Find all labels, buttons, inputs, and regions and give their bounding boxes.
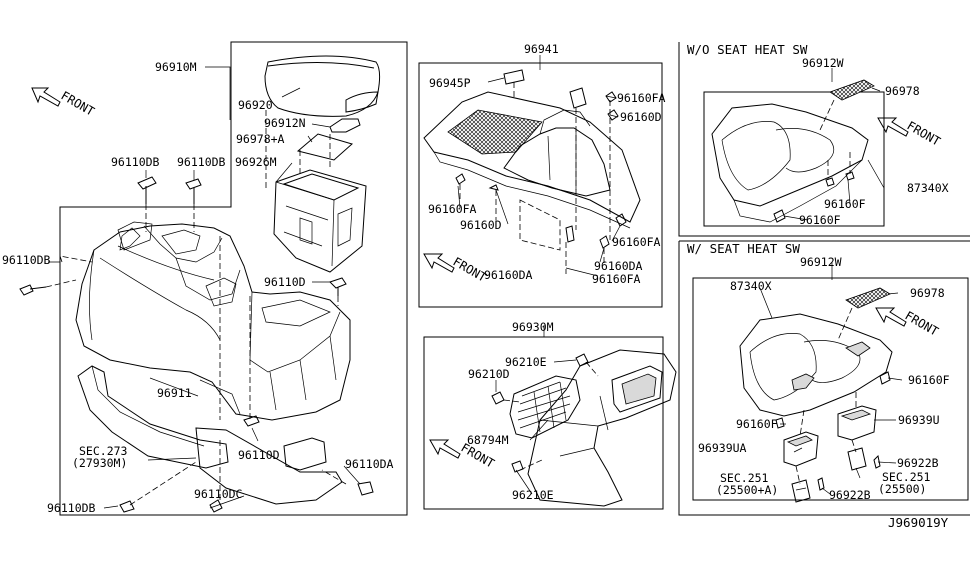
label-96945P: 96945P [429, 76, 471, 90]
label-96160FA-c: 96160FA [612, 235, 661, 249]
front-arrow-4 [877, 117, 909, 137]
label-96110DB-a: 96110DB [111, 155, 160, 169]
mid-top-leaders [457, 55, 621, 277]
label-96160F-c: 96160F [908, 373, 950, 387]
section-title-wo-seat-heat: W/O SEAT HEAT SW [687, 42, 808, 57]
label-96978-a: 96978 [885, 84, 920, 98]
section-title-w-seat-heat: W/ SEAT HEAT SW [687, 241, 800, 256]
label-sec251-a: SEC.251 [720, 471, 769, 485]
label-96160F-b: 96160F [799, 213, 841, 227]
front-arrow-1 [31, 87, 61, 107]
label-96160F-a: 96160F [824, 197, 866, 211]
section-frames [59, 41, 970, 516]
label-96110DB-c: 96110DB [2, 253, 51, 267]
label-96912N: 96912N [264, 116, 306, 130]
label-96110DB-d: 96110DB [47, 501, 96, 515]
label-96160F-d: 96160F [736, 417, 778, 431]
label-96912W-b: 96912W [800, 255, 842, 269]
label-96926M: 96926M [235, 155, 277, 169]
label-87340X-b: 87340X [730, 279, 772, 293]
shift-finisher-96941 [423, 69, 641, 249]
label-96160D-b: 96160D [460, 218, 502, 232]
screws-left [19, 176, 374, 513]
label-96930M: 96930M [512, 320, 554, 334]
vent-68794M [509, 375, 581, 439]
label-96160FA-d: 96160FA [592, 272, 641, 286]
label-96978-b: 96978 [910, 286, 945, 300]
label-96160D-a: 96160D [620, 110, 662, 124]
label-96941: 96941 [524, 42, 559, 56]
label-96912W-a: 96912W [802, 56, 844, 70]
label-sec251-b: SEC.251 [882, 470, 931, 484]
mat-96978A [296, 133, 354, 161]
front-arrow-2 [423, 253, 455, 273]
label-96911: 96911 [157, 386, 192, 400]
front-arrow-5 [875, 307, 907, 327]
front-arrow-3 [429, 439, 461, 459]
label-96978A: 96978+A [236, 132, 285, 146]
label-sec251-b-sub: (25500) [878, 482, 926, 496]
console-body-96911 [75, 221, 351, 421]
switch-panel-96978-b [845, 287, 891, 309]
armrest-lid-96920 [264, 55, 381, 117]
side-panel-27930M [77, 365, 229, 469]
front-label-5: FRONT [903, 308, 941, 338]
left-dashed [45, 110, 347, 506]
label-sec273-sub: (27930M) [72, 456, 127, 470]
right-bottom-dashed [795, 307, 857, 485]
right-bottom-leaders [759, 262, 903, 495]
front-cover-96930M [527, 349, 677, 507]
label-96110DA: 96110DA [345, 457, 394, 471]
switch-panel-96978-a [829, 79, 875, 101]
label-96939UA: 96939UA [698, 441, 747, 455]
label-96210D: 96210D [468, 367, 510, 381]
lower-bracket [195, 427, 343, 505]
mid-bottom-dashed [503, 361, 599, 471]
right-top-leaders [783, 68, 885, 221]
seat-heat-switches [775, 371, 891, 503]
label-sec273: SEC.273 [79, 444, 128, 458]
left-leaders [48, 66, 361, 509]
mid-top-dashed [459, 82, 611, 274]
mid-bottom-leaders [495, 325, 577, 495]
bracket-96912N [329, 118, 361, 133]
label-96110DB-b: 96110DB [177, 155, 226, 169]
label-96110D-b: 96110D [238, 448, 280, 462]
label-96910M: 96910M [155, 60, 197, 74]
front-label-4: FRONT [905, 118, 943, 148]
label-96160DA-b: 96160DA [484, 268, 533, 282]
front-label-1: FRONT [59, 88, 97, 118]
bezel-87340X-b [739, 313, 893, 417]
label-96922B-a: 96922B [897, 456, 939, 470]
label-96922B-b: 96922B [829, 488, 871, 502]
label-96110DC: 96110DC [194, 487, 243, 501]
storage-box-96926M [273, 169, 367, 273]
label-96210E-a: 96210E [505, 355, 547, 369]
label-87340X-a: 87340X [907, 181, 949, 195]
label-96210E-b: 96210E [512, 488, 554, 502]
label-96160FA-b: 96160FA [428, 202, 477, 216]
part-labels: FRONT FRONT FRONT FRONT FRONT W/O SEAT H… [2, 42, 950, 530]
drawing-code: J969019Y [888, 515, 949, 530]
label-96939U: 96939U [898, 413, 940, 427]
bezel-87340X-a [711, 103, 869, 223]
label-68794M: 68794M [467, 433, 509, 447]
label-96160FA-a: 96160FA [617, 91, 666, 105]
label-96110D-a: 96110D [264, 275, 306, 289]
label-sec251-a-sub: (25500+A) [716, 483, 778, 497]
label-96160DA-a: 96160DA [594, 259, 643, 273]
label-96920: 96920 [238, 98, 273, 112]
